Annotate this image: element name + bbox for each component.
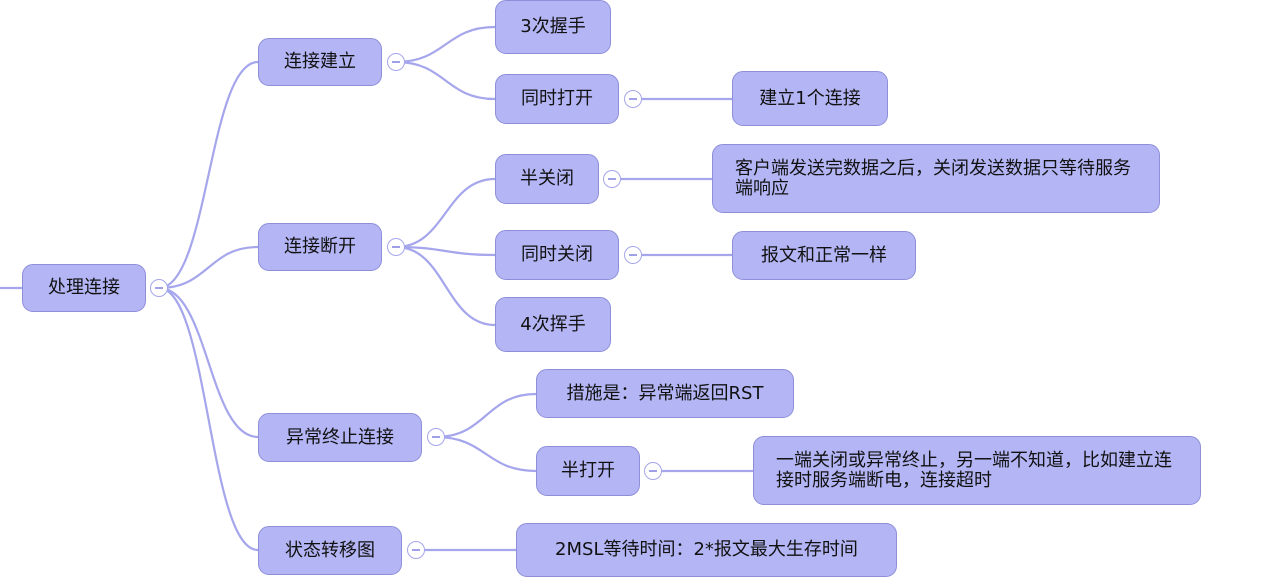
branch-label: 连接建立: [284, 51, 356, 72]
root-node-label: 处理连接: [48, 277, 120, 298]
node-label: 同时打开: [521, 88, 593, 109]
leaf-label: 4次挥手: [520, 313, 586, 335]
branch-node-abnormal-termination[interactable]: 异常终止连接: [258, 413, 422, 462]
branch-label: 状态转移图: [285, 539, 375, 561]
connector-line: [434, 435, 538, 473]
connector-line: [157, 245, 260, 290]
collapse-toggle-abnormal-termination[interactable]: [427, 428, 445, 446]
root-node-handle-connection[interactable]: 处理连接: [22, 264, 146, 312]
connector-line: [157, 60, 260, 290]
leaf-label: 建立1个连接: [759, 87, 861, 109]
collapse-toggle-root[interactable]: [150, 279, 168, 297]
connector-line: [394, 177, 497, 249]
connector-line: [157, 286, 260, 552]
leaf-label: 2MSL等待时间：2*报文最大生存时间: [555, 539, 858, 560]
node-half-close[interactable]: 半关闭: [495, 154, 599, 204]
branch-node-connection-teardown[interactable]: 连接断开: [258, 223, 382, 271]
leaf-node-half-open-description[interactable]: 一端关闭或异常终止，另一端不知道，比如建立连接时服务端断电，连接超时: [753, 436, 1201, 505]
leaf-label: 一端关闭或异常终止，另一端不知道，比如建立连接时服务端断电，连接超时: [776, 449, 1172, 491]
leaf-label: 报文和正常一样: [761, 244, 887, 266]
connector-line: [394, 245, 497, 327]
connector-line: [434, 392, 538, 439]
collapse-toggle-half-close[interactable]: [603, 170, 621, 188]
leaf-node-four-way-wave[interactable]: 4次挥手: [495, 297, 611, 352]
leaf-node-same-as-normal[interactable]: 报文和正常一样: [732, 231, 916, 280]
collapse-toggle-connection-establish[interactable]: [387, 53, 405, 71]
leaf-label: 措施是：异常端返回RST: [566, 382, 764, 404]
leaf-label: 3次握手: [520, 16, 586, 37]
collapse-toggle-state-transition-diagram[interactable]: [407, 541, 425, 559]
connector-line: [157, 286, 260, 439]
connector-line: [394, 245, 497, 257]
leaf-node-half-close-description[interactable]: 客户端发送完数据之后，关闭发送数据只等待服务端响应: [712, 144, 1160, 213]
connector-line: [394, 60, 497, 101]
collapse-toggle-simultaneous-open[interactable]: [624, 90, 642, 108]
branch-node-connection-establish[interactable]: 连接建立: [258, 38, 382, 86]
connector-line: [394, 25, 497, 64]
leaf-node-rst-measure[interactable]: 措施是：异常端返回RST: [536, 369, 794, 418]
collapse-toggle-connection-teardown[interactable]: [387, 238, 405, 256]
node-label: 半打开: [561, 460, 615, 481]
leaf-label: 客户端发送完数据之后，关闭发送数据只等待服务端响应: [735, 157, 1131, 199]
node-label: 半关闭: [520, 168, 574, 189]
branch-label: 异常终止连接: [286, 426, 394, 448]
node-half-open[interactable]: 半打开: [536, 446, 640, 496]
branch-label: 连接断开: [284, 236, 356, 257]
node-simultaneous-open[interactable]: 同时打开: [495, 74, 619, 124]
collapse-toggle-simultaneous-close[interactable]: [624, 246, 642, 264]
collapse-toggle-half-open[interactable]: [644, 462, 662, 480]
leaf-node-three-way-handshake[interactable]: 3次握手: [495, 0, 611, 54]
node-simultaneous-close[interactable]: 同时关闭: [495, 230, 619, 280]
leaf-node-2msl-wait-time[interactable]: 2MSL等待时间：2*报文最大生存时间: [516, 523, 897, 577]
branch-node-state-transition-diagram[interactable]: 状态转移图: [258, 526, 402, 575]
leaf-node-establish-one-connection[interactable]: 建立1个连接: [732, 71, 888, 126]
node-label: 同时关闭: [521, 244, 593, 265]
